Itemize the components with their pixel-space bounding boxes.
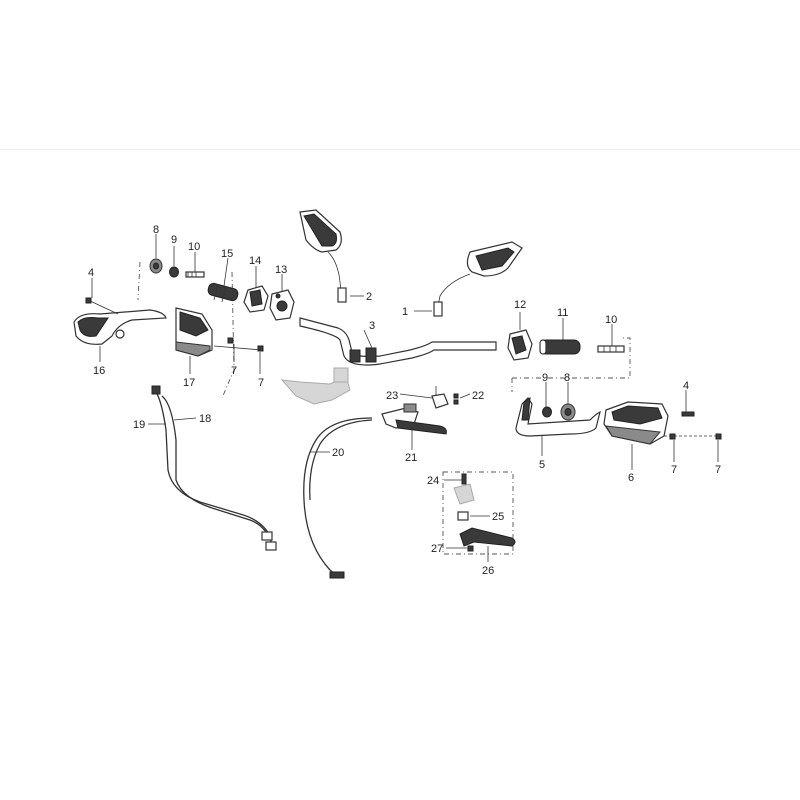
left-switch-housing-13[interactable] [269,289,295,321]
lever-pivot-bolt-24[interactable] [461,473,467,485]
callout-16: 16 [93,365,105,377]
callout-24: 24 [427,475,439,487]
callout-8-right: 8 [564,372,570,384]
callout-22: 22 [472,390,484,402]
right-bolt-4[interactable] [681,411,695,417]
clutch-lever-group-box [442,471,514,555]
callout-8-left: 8 [153,224,159,236]
left-bolt-4[interactable] [85,297,119,315]
lever-bushing-25[interactable] [457,511,469,521]
callout-20: 20 [332,447,344,459]
callout-6: 6 [628,472,634,484]
right-screws-7[interactable] [664,433,722,440]
callout-19: 19 [133,419,145,431]
left-bar-end-bolt[interactable] [185,271,205,278]
callout-23: 23 [386,390,398,402]
right-bar-end-weight[interactable] [560,403,576,421]
left-bar-end-weight[interactable] [149,258,163,274]
callout-9-right: 9 [542,372,548,384]
callout-13: 13 [275,264,287,276]
callout-17: 17 [183,377,195,389]
callout-4-right: 4 [683,380,689,392]
callout-7-a: 7 [231,365,237,377]
left-bar-end-nut[interactable] [169,266,179,278]
header-divider [0,149,800,150]
lever-nut-27[interactable] [467,545,474,552]
clutch-cable[interactable] [303,417,373,579]
callout-3: 3 [369,320,375,332]
callout-1: 1 [402,306,408,318]
leader-lines [91,234,719,562]
left-mirror[interactable] [299,209,347,303]
master-cylinder-clamp[interactable] [431,386,459,409]
callout-labels: 1 2 3 4 4 5 6 7 7 7 7 8 8 9 9 10 10 11 1… [88,224,721,577]
callout-26: 26 [482,565,494,577]
left-grip[interactable] [207,282,239,303]
right-mirror[interactable] [433,241,523,317]
throttle-housing-ghost [280,367,351,405]
callout-9-left: 9 [171,234,177,246]
callout-7-b: 7 [258,377,264,389]
brake-master-cylinder[interactable] [381,403,447,435]
callout-25: 25 [492,511,504,523]
clutch-lever-ghost [453,483,475,505]
callout-5: 5 [539,459,545,471]
callout-10-right: 10 [605,314,617,326]
right-grip[interactable] [539,339,581,355]
right-switch-housing[interactable] [507,329,533,361]
callout-7-c: 7 [671,464,677,476]
left-group-boundary [137,261,235,399]
right-handguard-bracket[interactable] [515,397,601,437]
clutch-lever-26[interactable] [459,527,516,547]
callout-12: 12 [514,299,526,311]
callout-21: 21 [405,452,417,464]
left-cable-assembly[interactable] [151,385,277,551]
left-switch-housing-14[interactable] [243,285,269,313]
right-bar-end-nut[interactable] [542,406,552,418]
callout-15: 15 [221,248,233,260]
callout-18: 18 [199,413,211,425]
left-screws-7[interactable] [213,337,264,352]
callout-11: 11 [557,307,568,319]
callout-10-left: 10 [188,241,200,253]
left-handguard-shell[interactable] [175,307,213,357]
right-handguard-shell[interactable] [603,401,669,445]
right-group-boundary [511,337,631,392]
callout-14: 14 [249,255,261,267]
right-bar-end-bolt[interactable] [597,345,625,353]
handlebar[interactable] [299,317,497,366]
callout-2: 2 [366,291,372,303]
callout-7-d: 7 [715,464,721,476]
callout-4-left: 4 [88,267,94,279]
callout-27: 27 [431,543,443,555]
left-handguard-bracket[interactable] [73,309,167,345]
